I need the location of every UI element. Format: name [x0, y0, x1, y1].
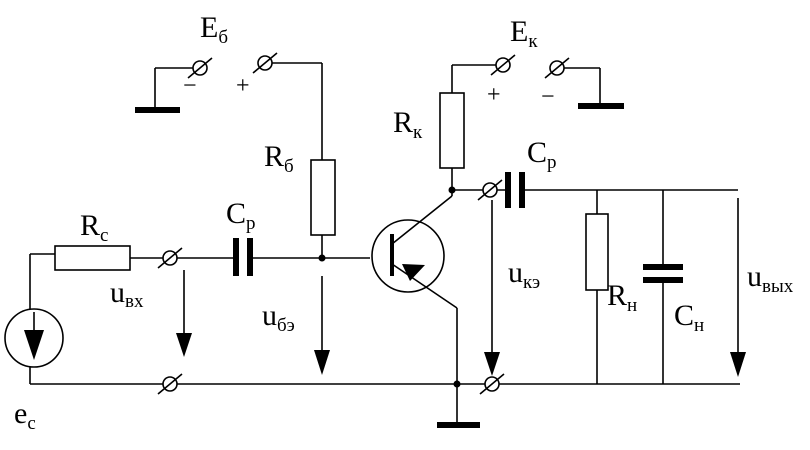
u-be-arrow-head	[314, 350, 330, 375]
u-ce-arrow-head	[484, 352, 500, 376]
resistor-rs	[54, 245, 131, 271]
label-u-out: uвых	[747, 260, 794, 297]
label-u-in: uвх	[110, 276, 144, 312]
label-e-base: Eб	[200, 11, 228, 48]
transistor-emitter-lead	[391, 263, 458, 309]
sign-ek-plus: +	[487, 82, 501, 108]
sign-ek-minus: −	[541, 84, 555, 110]
signal-source-arrow-head	[24, 330, 44, 360]
transistor-collector-lead	[391, 195, 453, 245]
label-c-output: Cр	[527, 136, 557, 173]
label-e-coll: Eк	[510, 15, 538, 52]
ground-terminal-left	[157, 373, 183, 395]
sign-eb-minus: −	[183, 73, 197, 99]
collector-node	[448, 186, 456, 194]
label-r-base: Rб	[264, 140, 294, 177]
label-c-input: Cр	[226, 197, 256, 234]
eb-plus-terminal	[252, 52, 278, 74]
label-u-be: uбэ	[262, 299, 295, 336]
resistor-rb	[310, 159, 336, 236]
u-in-arrow-head	[176, 333, 192, 357]
transistor-emitter-arrow	[402, 264, 425, 281]
label-r-source: Rс	[80, 209, 108, 246]
ground-terminal-right	[479, 373, 505, 395]
input-terminal	[157, 247, 183, 269]
label-c-load: Cн	[674, 299, 704, 336]
label-r-load: Rн	[607, 279, 637, 316]
collector-terminal	[477, 179, 503, 201]
label-r-coll: Rк	[393, 106, 423, 143]
resistor-rn	[585, 213, 609, 291]
u-out-arrow-head	[730, 352, 746, 377]
ek-plus-terminal	[490, 54, 516, 76]
label-e-source: eс	[14, 397, 36, 434]
sign-eb-plus: +	[236, 73, 250, 99]
label-u-ce: uкэ	[508, 256, 540, 293]
resistor-rk	[439, 92, 465, 169]
